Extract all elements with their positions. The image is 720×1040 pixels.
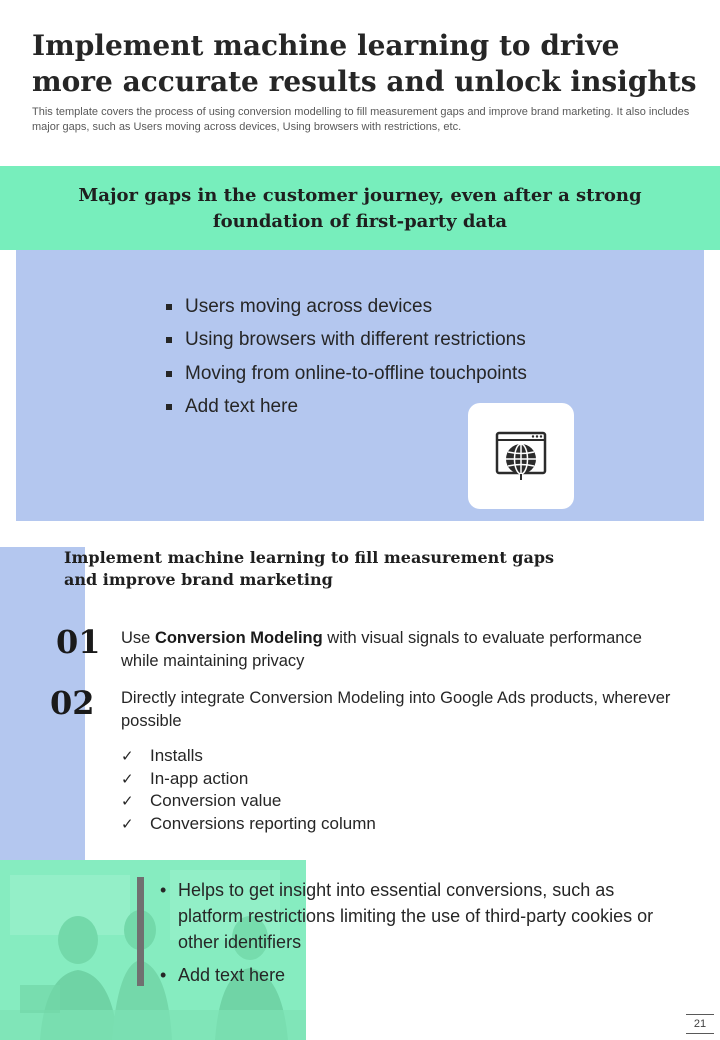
insight-item-label: Helps to get insight into essential conv… bbox=[178, 880, 654, 952]
checkmark-icon: ✓ bbox=[121, 748, 134, 766]
square-bullet-icon bbox=[166, 337, 172, 344]
step-text-rest: with visual signals to evaluate performa… bbox=[121, 629, 642, 670]
page-subtitle: This template covers the process of usin… bbox=[32, 106, 690, 133]
gap-item: Add text here bbox=[166, 391, 527, 425]
gap-item: Using browsers with different restrictio… bbox=[166, 324, 527, 358]
insights-list: • Helps to get insight into essential con… bbox=[160, 877, 670, 988]
check-item: ✓ Installs bbox=[121, 745, 376, 768]
gap-item-label: Users moving across devices bbox=[185, 295, 433, 317]
checkmark-icon: ✓ bbox=[121, 770, 134, 788]
check-item: ✓ Conversion value bbox=[121, 790, 376, 813]
gaps-panel bbox=[16, 250, 704, 521]
check-item-label: Conversion value bbox=[150, 791, 282, 811]
step-number: 02 bbox=[50, 684, 95, 722]
team-photo bbox=[0, 860, 306, 1040]
accent-strip bbox=[0, 547, 85, 860]
checkmark-icon: ✓ bbox=[121, 793, 134, 811]
square-bullet-icon bbox=[166, 303, 172, 310]
quote-bar bbox=[137, 877, 144, 986]
insight-item-label: Add text here bbox=[178, 965, 286, 985]
checkmark-icon: ✓ bbox=[121, 815, 134, 833]
check-item-label: In-app action bbox=[150, 768, 249, 788]
check-item-label: Conversions reporting column bbox=[150, 813, 376, 833]
step-text-bold: Conversion Modeling bbox=[154, 629, 323, 647]
insight-item: • Add text here bbox=[160, 962, 670, 988]
check-item-label: Installs bbox=[150, 746, 203, 766]
step-text: Use Conversion Modeling with visual sign… bbox=[121, 627, 681, 673]
check-list: ✓ Installs ✓ In-app action ✓ Conversion val… bbox=[121, 745, 376, 835]
bullet-icon: • bbox=[160, 965, 167, 985]
step-text: Directly integrate Conversion Modeling i… bbox=[121, 689, 671, 730]
icon-card bbox=[468, 403, 574, 509]
gap-item-label: Add text here bbox=[185, 396, 299, 418]
gap-item-label: Moving from online-to-offline touchpoint… bbox=[185, 362, 527, 384]
ml-section-heading: Implement machine learning to fill measu… bbox=[64, 548, 555, 589]
gap-item-label: Using browsers with different restrictio… bbox=[185, 329, 526, 351]
gaps-heading: Major gaps in the customer journey, even… bbox=[78, 185, 642, 232]
team-photo-illustration bbox=[0, 860, 306, 1040]
square-bullet-icon bbox=[166, 404, 172, 411]
globe-browser-icon bbox=[495, 431, 547, 480]
insight-item: • Helps to get insight into essential con… bbox=[160, 877, 670, 955]
gaps-heading-band bbox=[0, 166, 720, 250]
step-text-prefix: Use bbox=[121, 629, 155, 647]
check-item: ✓ Conversions reporting column bbox=[121, 813, 376, 836]
square-bullet-icon bbox=[166, 370, 172, 377]
bullet-icon: • bbox=[160, 880, 167, 900]
gap-item: Users moving across devices bbox=[166, 290, 527, 324]
gaps-list: Users moving across devices Using browse… bbox=[166, 290, 527, 424]
gap-item: Moving from online-to-offline touchpoint… bbox=[166, 357, 527, 391]
page-number: 21 bbox=[686, 1014, 714, 1034]
check-item: ✓ In-app action bbox=[121, 768, 376, 791]
step-number: 01 bbox=[56, 623, 101, 661]
page-title: Implement machine learning to drive more… bbox=[32, 29, 697, 98]
